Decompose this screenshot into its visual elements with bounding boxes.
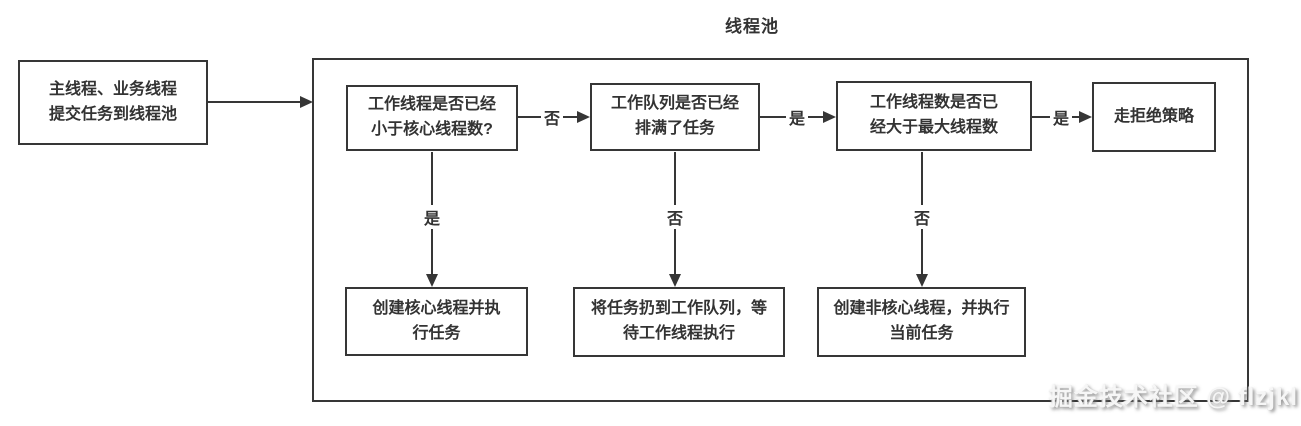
node-decision-core-threads: 工作线程是否已经 小于核心线程数?	[346, 85, 518, 151]
node-reject-policy: 走拒绝策略	[1092, 82, 1216, 152]
thread-pool-container	[312, 58, 1249, 402]
watermark: 掘金技术社区 @ flzjkl	[1048, 384, 1298, 411]
edge-label-no: 否	[910, 205, 934, 229]
node-action-enqueue-task: 将任务扔到工作队列，等 待工作线程执行	[573, 287, 785, 357]
arrowhead-right-icon	[823, 111, 836, 123]
arrowhead-right-icon	[300, 96, 313, 108]
arrowhead-down-icon	[916, 274, 928, 287]
node-decision-queue-full: 工作队列是否已经 排满了任务	[590, 83, 760, 151]
arrowhead-down-icon	[426, 274, 438, 287]
arrowhead-down-icon	[669, 274, 681, 287]
edge-label-no: 否	[663, 205, 687, 229]
edge-label-no: 否	[540, 105, 564, 129]
edge-label-yes: 是	[420, 205, 444, 229]
node-start: 主线程、业务线程 提交任务到线程池	[18, 60, 208, 145]
node-action-create-core-thread: 创建核心线程并执 行任务	[345, 287, 528, 356]
arrowhead-right-icon	[1079, 111, 1092, 123]
arrowhead-right-icon	[577, 111, 590, 123]
edge-label-yes: 是	[785, 105, 809, 129]
arrow-line	[208, 101, 300, 103]
diagram-title: 线程池	[725, 17, 779, 36]
edge-label-yes: 是	[1049, 105, 1073, 129]
node-action-create-noncore-thread: 创建非核心线程，并执行 当前任务	[817, 287, 1026, 357]
node-decision-max-threads: 工作线程数是否已 经大于最大线程数	[836, 81, 1032, 151]
